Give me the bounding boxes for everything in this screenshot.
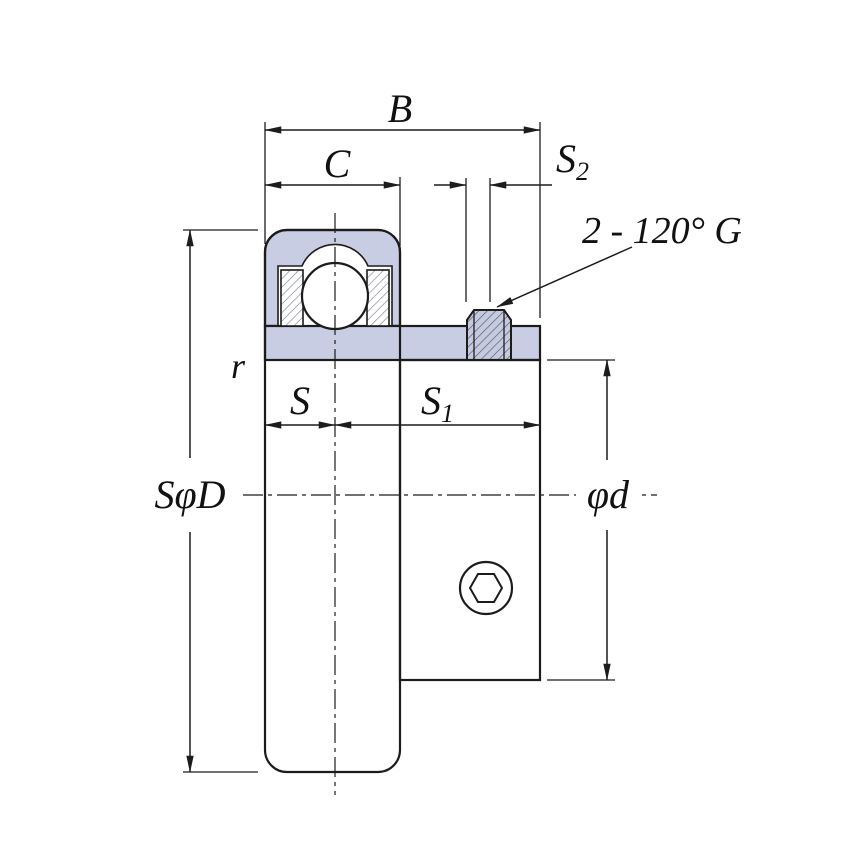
dimension-label-outer-diameter: SφD: [154, 472, 225, 517]
dimension-label-r: r: [231, 346, 246, 386]
dimension-label-S1-base: S: [421, 378, 441, 423]
set-screw-thread-lines: [473, 310, 505, 360]
seal-right: [366, 269, 390, 327]
dimension-label-B: B: [388, 86, 412, 131]
seal-left: [280, 269, 304, 327]
set-screw-note-label: 2 - 120° G: [582, 210, 742, 252]
dimension-label-C: C: [324, 141, 352, 186]
dimension-label-S2-base: S: [556, 136, 576, 181]
dimension-label-S: S: [290, 378, 310, 423]
dimension-label-S2: S2: [556, 136, 589, 186]
label-mask: [576, 471, 640, 517]
set-screw-hex-socket: [468, 573, 504, 603]
dimension-label-S1-sub: 1: [441, 399, 454, 428]
outer-ring-raceway-line: [277, 243, 393, 326]
inner-ring-extension: [398, 358, 542, 682]
dimension-label-S1: S1: [421, 378, 454, 428]
dimension-label-S2-sub: 2: [576, 157, 589, 186]
dimension-label-bore-diameter: φd: [587, 472, 630, 517]
set-screw-leader-line: [496, 246, 633, 308]
